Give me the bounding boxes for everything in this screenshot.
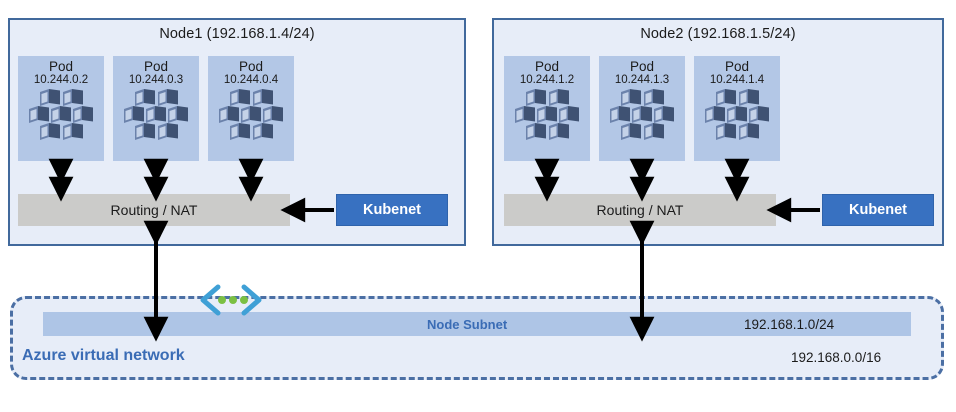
pod-cluster-icon	[514, 89, 580, 146]
pod-cluster-icon	[28, 89, 94, 146]
kubenet-box-node2: Kubenet	[822, 194, 934, 226]
pod-label: Pod	[534, 59, 560, 74]
pod-label: Pod	[48, 59, 74, 74]
pod-cluster-icon	[704, 89, 770, 146]
node-subnet-bar	[43, 312, 911, 336]
node-title-node1: Node1 (192.168.1.4/24)	[159, 26, 315, 42]
pod-ip: 10.244.1.3	[614, 74, 670, 86]
pod-box-node1-2: Pod 10.244.0.4	[208, 56, 294, 161]
azure-vnet-label: Azure virtual network	[22, 347, 185, 364]
pod-ip: 10.244.0.2	[33, 74, 89, 86]
pod-ip: 10.244.0.3	[128, 74, 184, 86]
pod-label: Pod	[629, 59, 655, 74]
pod-ip: 10.244.0.4	[223, 74, 279, 86]
kubenet-box-node1: Kubenet	[336, 194, 448, 226]
pod-label: Pod	[143, 59, 169, 74]
pod-label: Pod	[724, 59, 750, 74]
pod-label: Pod	[238, 59, 264, 74]
pod-cluster-icon	[218, 89, 284, 146]
node-title-node2: Node2 (192.168.1.5/24)	[640, 26, 796, 42]
routing-nat-label: Routing / NAT	[596, 202, 684, 218]
kubenet-label: Kubenet	[849, 202, 907, 218]
pod-cluster-icon	[123, 89, 189, 146]
node-subnet-cidr: 192.168.1.0/24	[744, 317, 835, 332]
kubenet-label: Kubenet	[363, 202, 421, 218]
pod-box-node2-0: Pod 10.244.1.2	[504, 56, 590, 161]
azure-vnet-box	[10, 296, 944, 380]
routing-nat-bar-node1: Routing / NAT	[18, 194, 290, 226]
node-subnet-label: Node Subnet	[427, 317, 508, 332]
pod-box-node2-1: Pod 10.244.1.3	[599, 56, 685, 161]
pod-box-node2-2: Pod 10.244.1.4	[694, 56, 780, 161]
routing-nat-label: Routing / NAT	[110, 202, 198, 218]
pod-ip: 10.244.1.2	[519, 74, 575, 86]
pod-cluster-icon	[609, 89, 675, 146]
pod-box-node1-1: Pod 10.244.0.3	[113, 56, 199, 161]
pod-box-node1-0: Pod 10.244.0.2	[18, 56, 104, 161]
azure-vnet-cidr: 192.168.0.0/16	[791, 350, 882, 365]
routing-nat-bar-node2: Routing / NAT	[504, 194, 776, 226]
pod-ip: 10.244.1.4	[709, 74, 765, 86]
